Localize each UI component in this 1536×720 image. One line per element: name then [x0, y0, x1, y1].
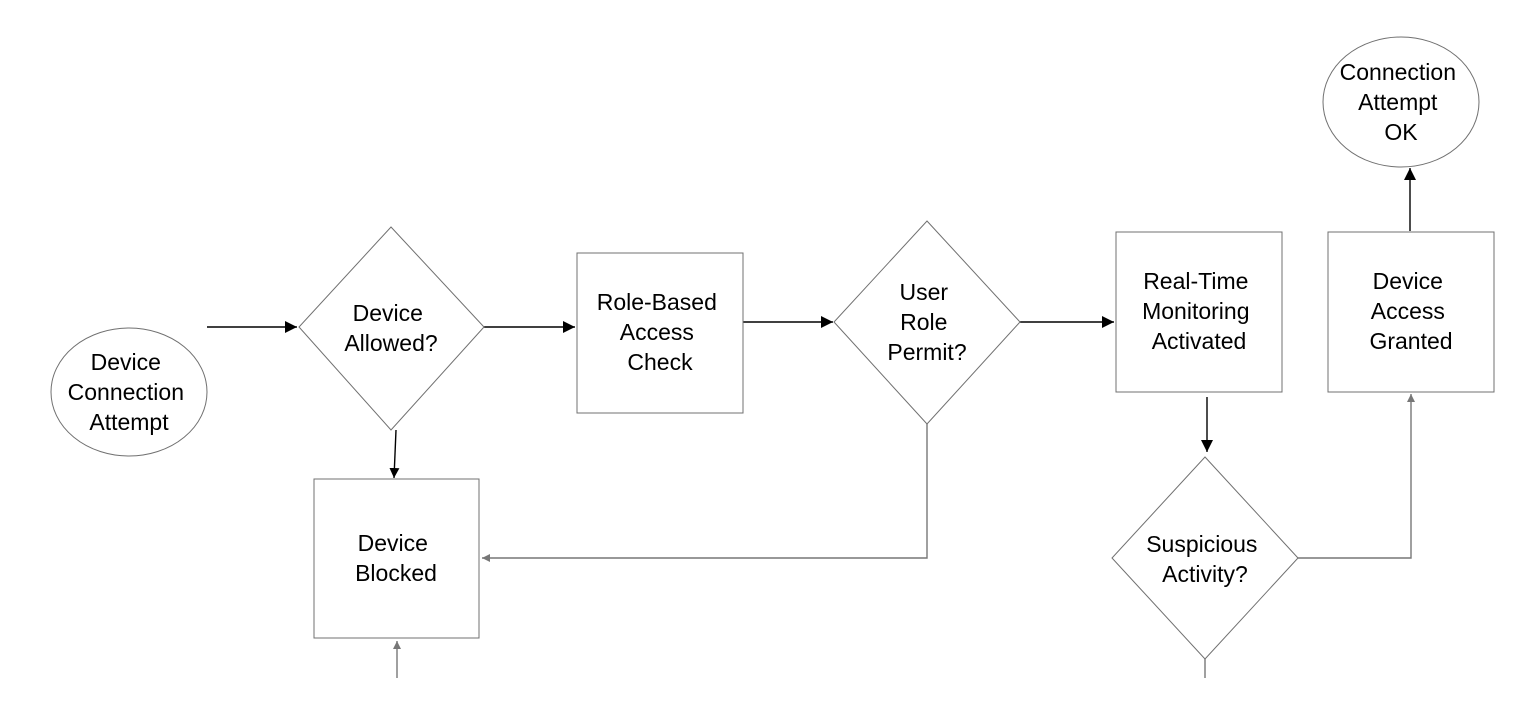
node-device-connection-attempt-label: Device Connection Attempt — [68, 349, 191, 435]
node-suspicious-activity: Suspicious Activity? — [1111, 456, 1299, 660]
node-real-time-monitoring-activated-label: Real-Time Monitoring Activated — [1142, 268, 1256, 354]
edges — [207, 168, 1416, 678]
node-device-access-granted: Device Access Granted — [1327, 231, 1495, 393]
node-role-based-access-check-label: Role-Based Access Check — [597, 289, 724, 375]
node-user-role-permit-label: User Role Permit? — [887, 279, 966, 365]
node-connection-attempt-ok-label: Connection Attempt OK — [1340, 59, 1463, 145]
node-connection-attempt-ok: Connection Attempt OK — [1322, 36, 1480, 168]
edge-allowed-to-blocked — [389, 429, 400, 479]
node-device-blocked-label: Device Blocked — [355, 530, 437, 586]
node-suspicious-activity-label: Suspicious Activity? — [1146, 531, 1264, 587]
node-device-allowed: Device Allowed? — [298, 226, 485, 431]
node-user-role-permit: User Role Permit? — [833, 220, 1021, 425]
node-role-based-access-check: Role-Based Access Check — [576, 252, 744, 414]
node-device-allowed-label: Device Allowed? — [344, 300, 437, 356]
edge-permit-to-blocked — [482, 424, 928, 562]
node-device-connection-attempt: Device Connection Attempt — [50, 327, 208, 457]
node-device-blocked: Device Blocked — [313, 478, 480, 639]
edge-suspicious-to-granted — [1298, 394, 1415, 559]
node-device-access-granted-label: Device Access Granted — [1369, 268, 1452, 354]
node-real-time-monitoring-activated: Real-Time Monitoring Activated — [1115, 231, 1283, 393]
